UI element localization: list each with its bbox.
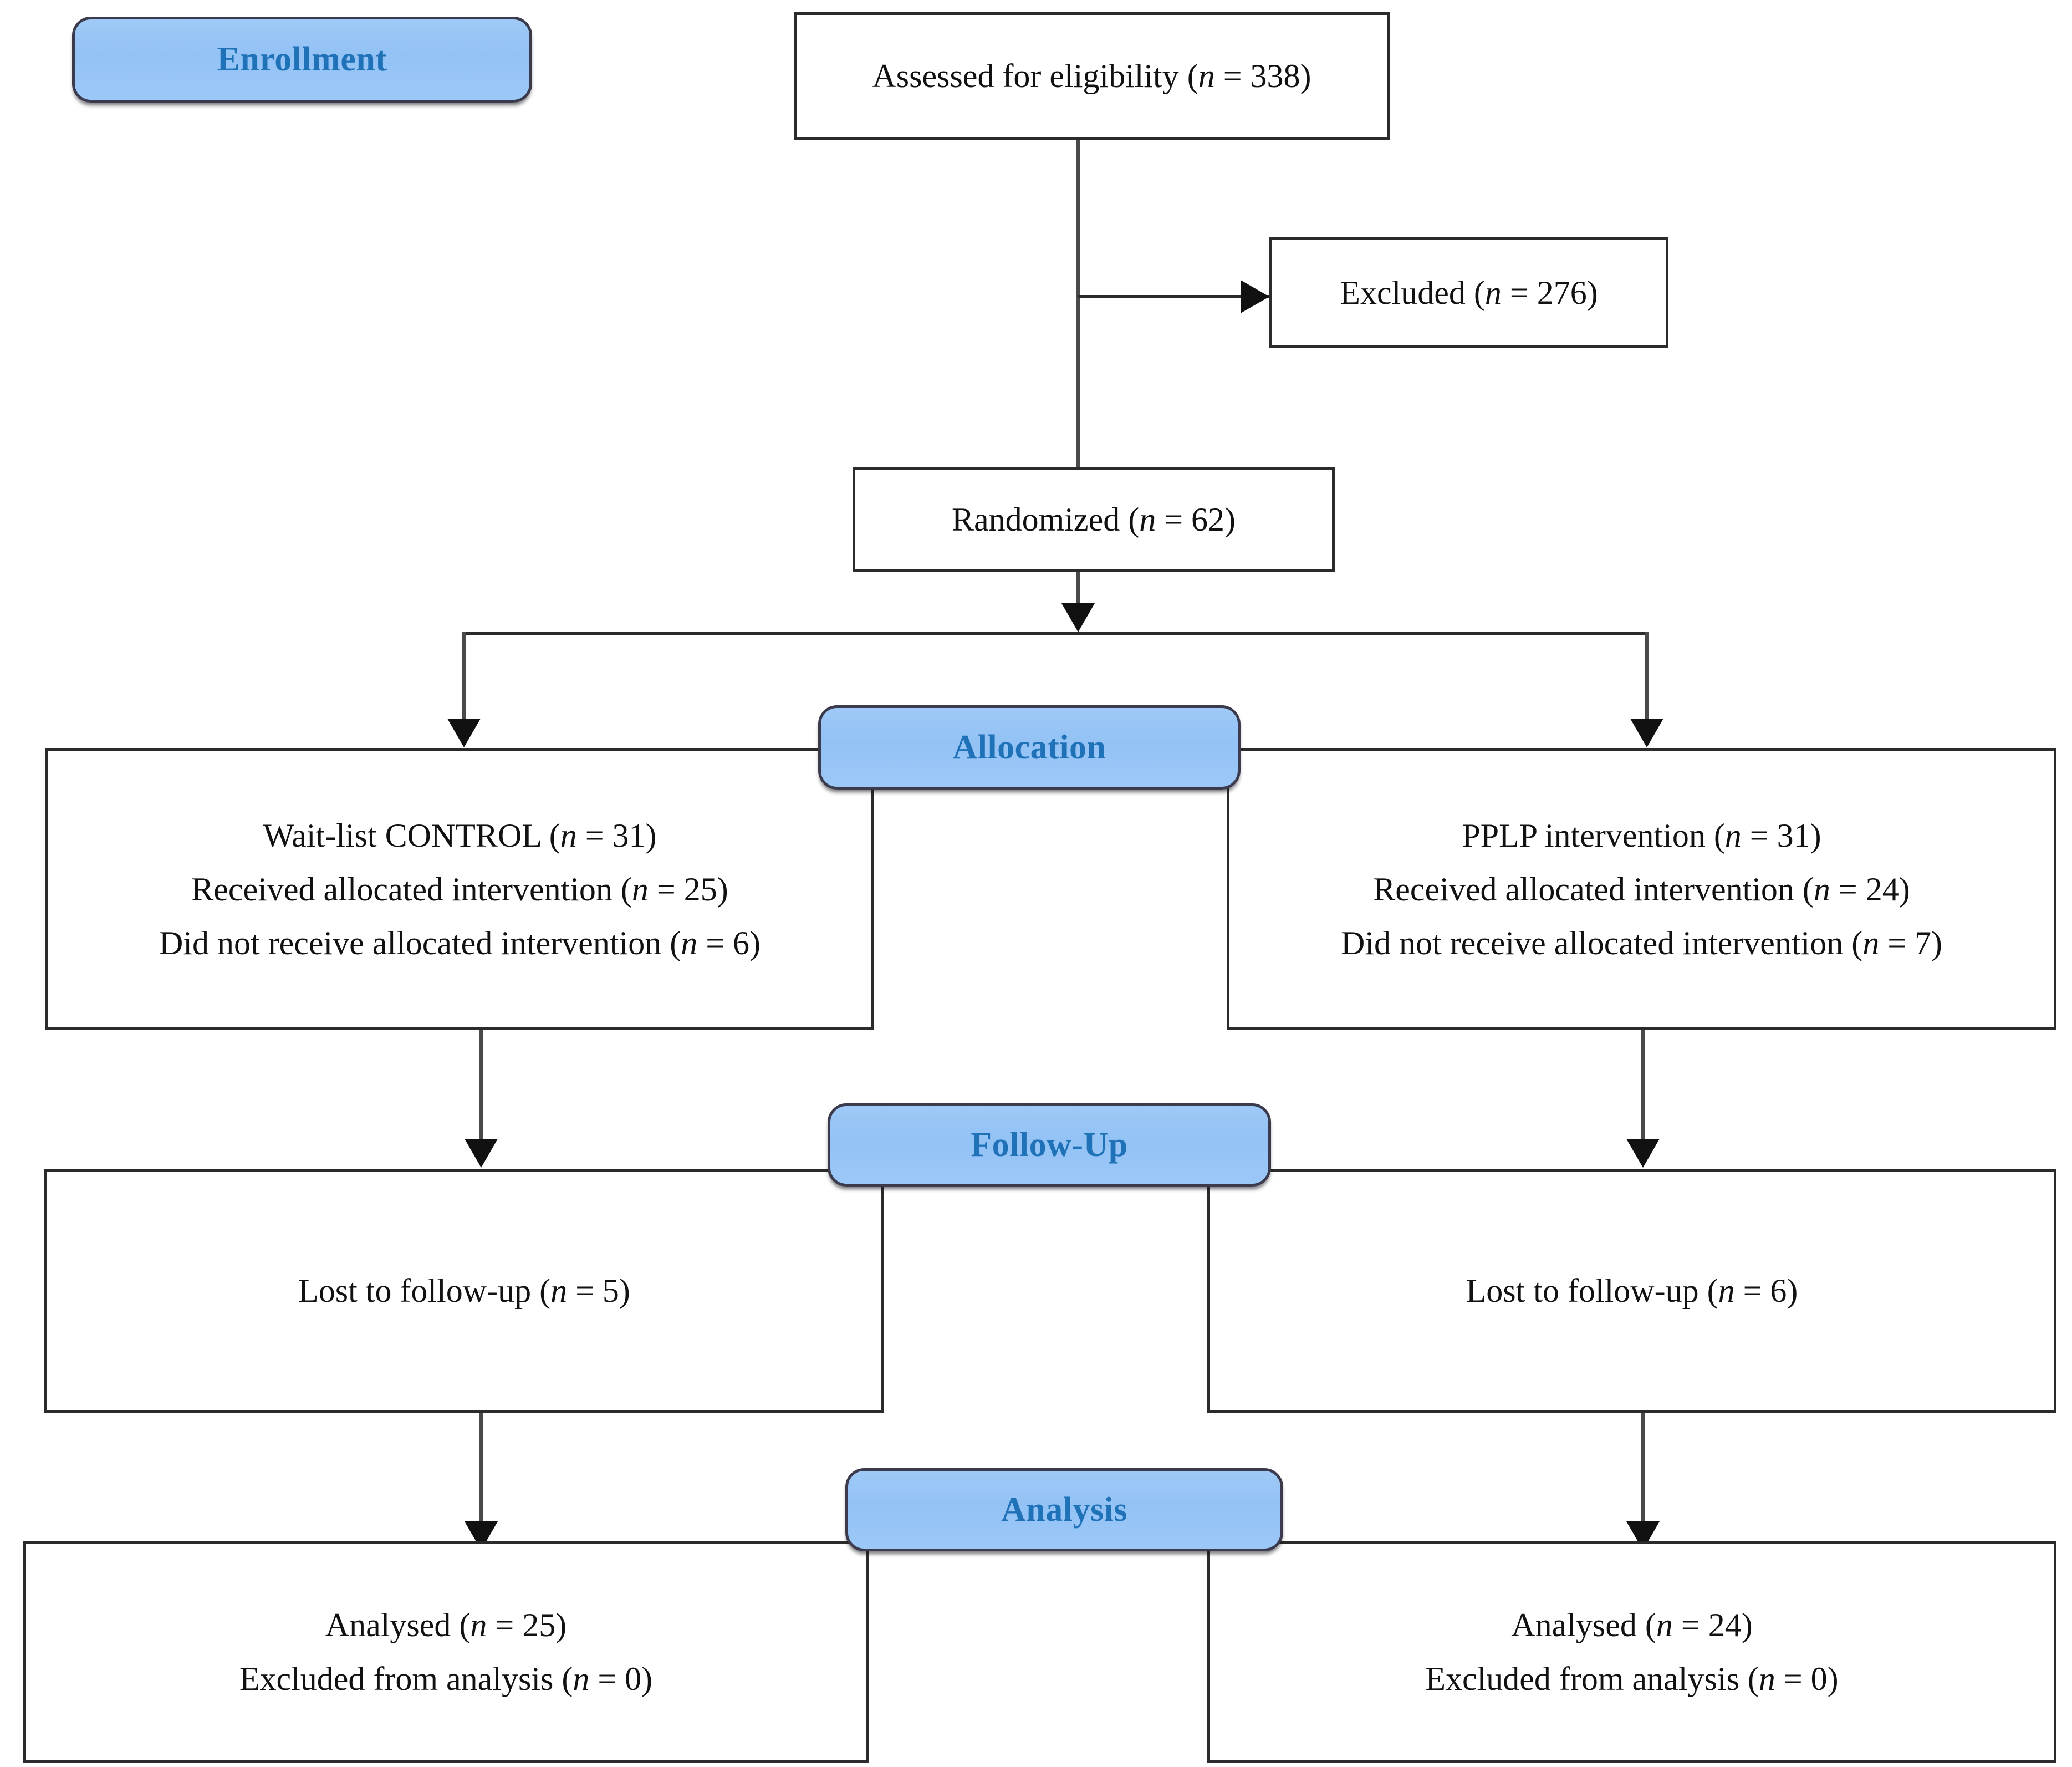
connector-assessed-to-randomized [1076,140,1080,476]
node-line: Analysed (n = 25) [325,1607,567,1643]
arrowhead-to-pplp-followup-icon [1626,1139,1660,1168]
connector-split-to-control [462,632,466,721]
node-line: Lost to follow-up (n = 6) [1466,1272,1798,1309]
connector-assessed-to-excluded [1078,295,1269,298]
node-line: Excluded (n = 276) [1340,274,1598,311]
connector-randomized-down [1076,572,1080,605]
arrowhead-randomized-split-icon [1061,603,1095,632]
stage-badge-enrollment-label: Enrollment [217,40,387,78]
stage-badge-allocation: Allocation [818,705,1241,790]
connector-allocation-split-bar [462,632,1649,635]
connector-split-to-pplp [1645,632,1649,721]
stage-badge-enrollment: Enrollment [72,17,532,103]
node-line: PPLP intervention (n = 31) [1462,817,1821,854]
connector-control-followup-to-analysis [479,1413,483,1524]
connector-control-allocation-to-followup [479,1030,483,1141]
node-allocation-control: Wait-list CONTROL (n = 31) Received allo… [45,748,874,1030]
node-line: Assessed for eligibility (n = 338) [872,57,1311,94]
node-followup-pplp: Lost to follow-up (n = 6) [1207,1169,2056,1413]
node-analysis-control: Analysed (n = 25) Excluded from analysis… [23,1541,869,1763]
node-line: Analysed (n = 24) [1511,1607,1753,1643]
node-line: Excluded from analysis (n = 0) [1425,1661,1839,1697]
arrowhead-to-excluded-icon [1241,280,1269,313]
node-line: Randomized (n = 62) [951,501,1236,538]
stage-badge-followup-label: Follow-Up [971,1126,1128,1164]
stage-badge-analysis-label: Analysis [1001,1490,1127,1529]
node-followup-control: Lost to follow-up (n = 5) [44,1169,884,1413]
arrowhead-to-control-allocation-icon [447,719,481,747]
node-excluded: Excluded (n = 276) [1269,237,1668,348]
stage-badge-allocation-label: Allocation [952,728,1106,766]
node-line: Excluded from analysis (n = 0) [239,1661,653,1697]
node-allocation-pplp: PPLP intervention (n = 31) Received allo… [1227,748,2056,1030]
connector-pplp-followup-to-analysis [1641,1413,1645,1524]
connector-pplp-allocation-to-followup [1641,1030,1645,1141]
node-line: Received allocated intervention (n = 25) [191,870,728,908]
node-line: Received allocated intervention (n = 24) [1373,870,1910,908]
node-analysis-pplp: Analysed (n = 24) Excluded from analysis… [1207,1541,2056,1763]
node-line: Did not receive allocated intervention (… [1340,924,1943,961]
stage-badge-analysis: Analysis [845,1468,1283,1551]
node-assessed-for-eligibility: Assessed for eligibility (n = 338) [794,12,1390,140]
node-line: Did not receive allocated intervention (… [159,924,761,961]
node-line: Lost to follow-up (n = 5) [298,1272,630,1309]
stage-badge-followup: Follow-Up [828,1103,1271,1187]
arrowhead-to-control-followup-icon [465,1139,498,1168]
node-randomized: Randomized (n = 62) [853,467,1335,572]
node-line: Wait-list CONTROL (n = 31) [263,817,657,854]
arrowhead-to-pplp-allocation-icon [1630,719,1663,747]
